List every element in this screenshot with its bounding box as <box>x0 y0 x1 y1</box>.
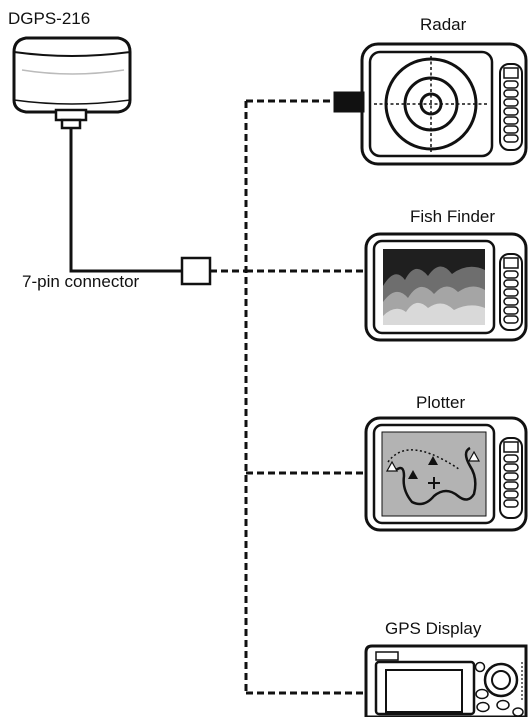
seven-pin-connector <box>180 256 212 286</box>
plotter-device <box>364 416 528 532</box>
antenna-label: DGPS-216 <box>8 9 90 28</box>
connector-label: 7-pin connector <box>22 272 140 291</box>
fish-finder-device <box>364 232 528 342</box>
radar-label: Radar <box>420 15 467 34</box>
radar-device <box>333 42 528 166</box>
fish-finder-label: Fish Finder <box>410 207 495 226</box>
plotter-label: Plotter <box>416 393 465 412</box>
gps-display-device <box>364 644 528 717</box>
gps-display-label: GPS Display <box>385 619 482 638</box>
dgps-antenna <box>12 36 132 130</box>
radar-input-port <box>333 91 365 113</box>
antenna-cable <box>69 128 182 273</box>
signal-wiring <box>210 99 366 695</box>
